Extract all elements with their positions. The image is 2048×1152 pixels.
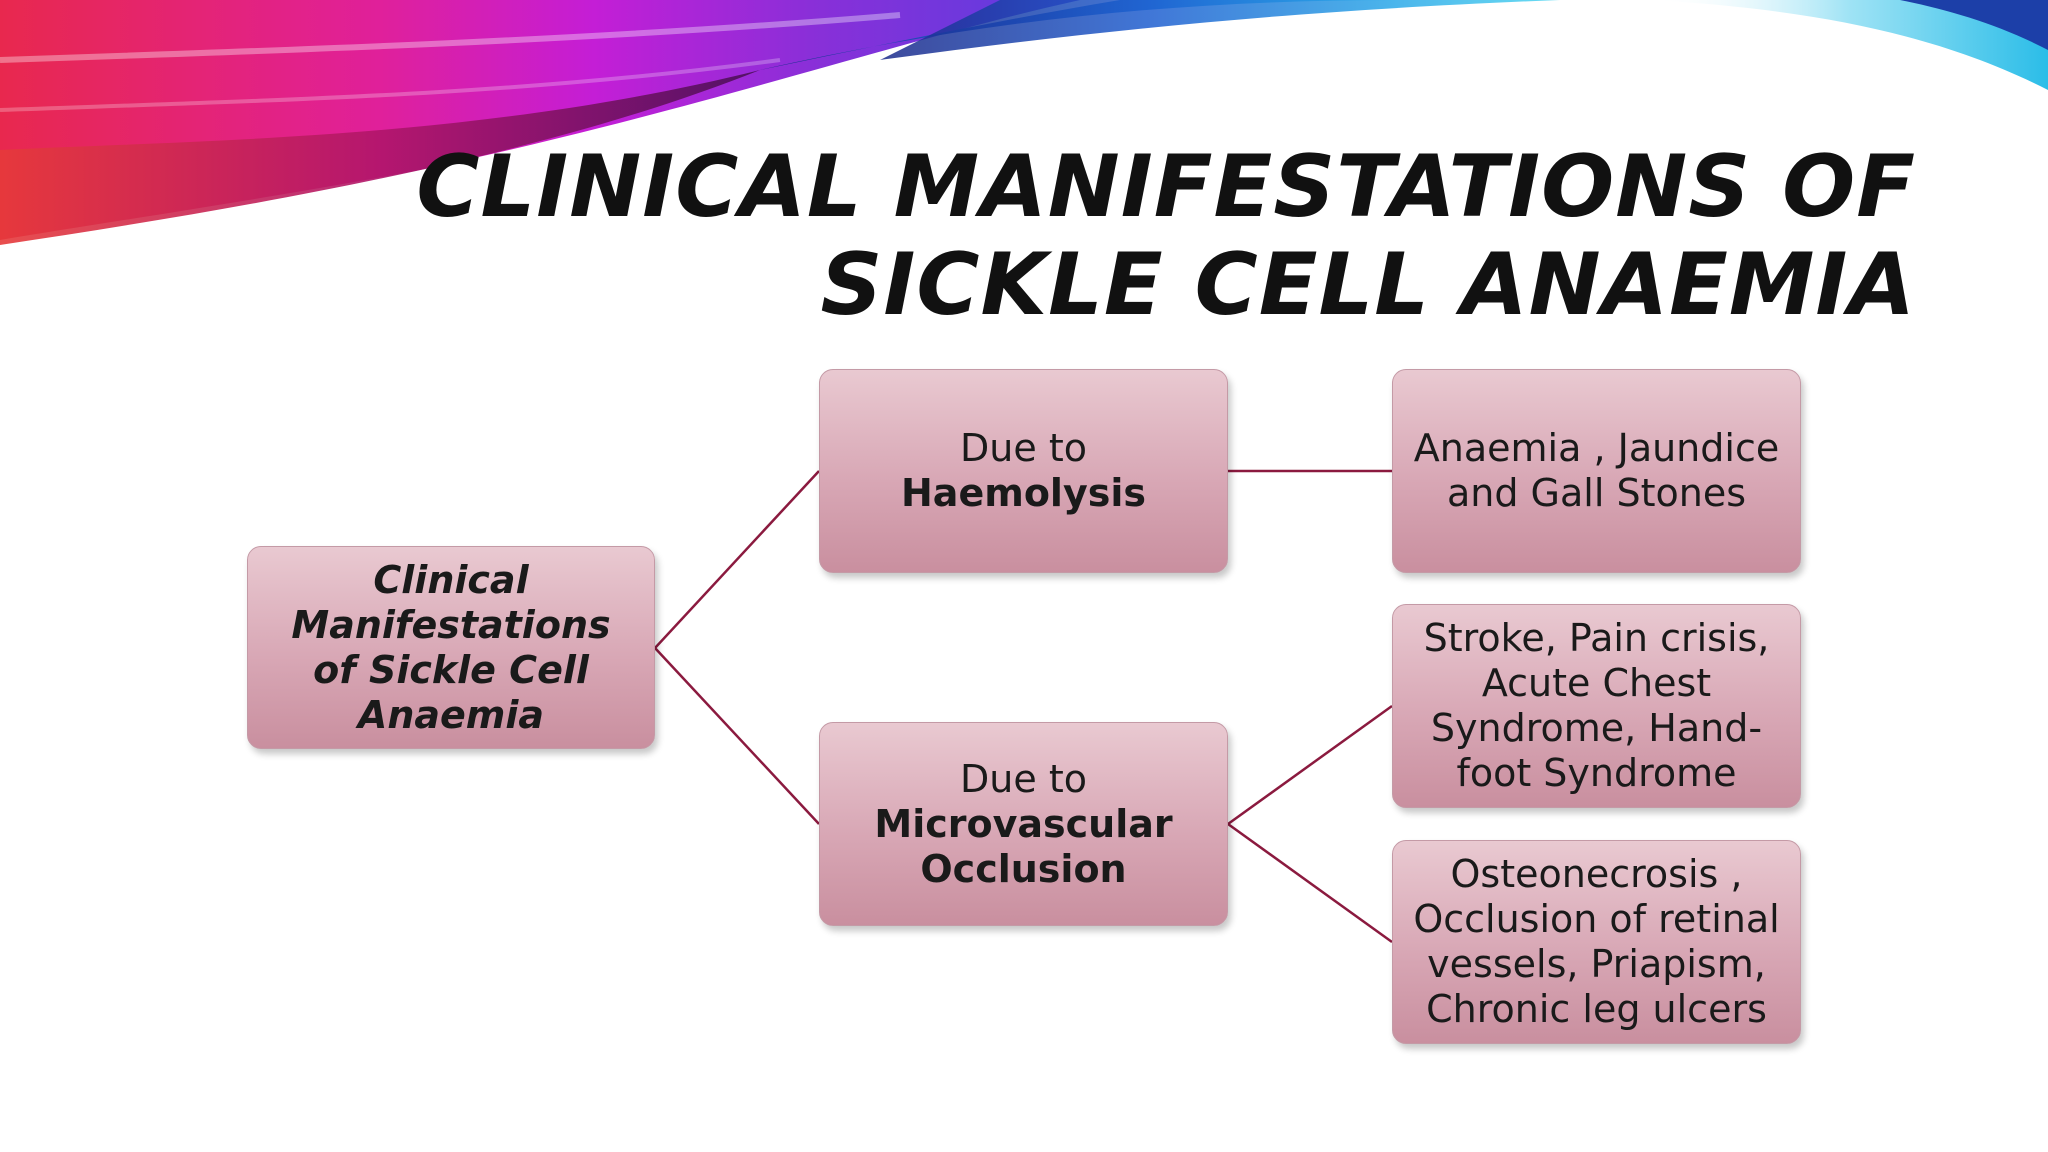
node-haemolysis-effects: Anaemia , Jaundice and Gall Stones — [1392, 369, 1801, 573]
node-haemolysis-effects-label: Anaemia , Jaundice and Gall Stones — [1413, 426, 1780, 515]
title-line-1: CLINICAL MANIFESTATIONS OF — [416, 137, 1916, 237]
node-haemolysis: Due to Haemolysis — [819, 369, 1228, 573]
node-occlusion-effects-1: Stroke, Pain crisis, Acute Chest Syndrom… — [1392, 604, 1801, 808]
node-occlusion-effects-2: Osteonecrosis , Occlusion of retinal ves… — [1392, 840, 1801, 1044]
node-occlusion-effects-1-label: Stroke, Pain crisis, Acute Chest Syndrom… — [1423, 616, 1770, 795]
node-root: Clinical Manifestations of Sickle Cell A… — [247, 546, 655, 749]
node-occlusion-effects-2-label: Osteonecrosis , Occlusion of retinal ves… — [1413, 852, 1780, 1031]
slide-title: CLINICAL MANIFESTATIONS OF SICKLE CELL A… — [416, 138, 1916, 334]
node-occlusion-label: Due to Microvascular Occlusion — [838, 757, 1209, 892]
node-occlusion-prefix: Due to — [960, 756, 1087, 801]
title-line-2: SICKLE CELL ANAEMIA — [820, 235, 1916, 335]
node-occlusion: Due to Microvascular Occlusion — [819, 722, 1228, 926]
connector-root-haemolysis — [654, 470, 820, 649]
node-haemolysis-prefix: Due to — [960, 426, 1087, 470]
node-root-label: Clinical Manifestations of Sickle Cell A… — [291, 557, 611, 737]
connector-occlusion-leaf-2 — [1227, 822, 1393, 944]
node-haemolysis-label: Due to Haemolysis — [838, 426, 1209, 516]
connector-occlusion-leaf-1 — [1227, 704, 1393, 826]
node-occlusion-emphasis: Microvascular Occlusion — [874, 801, 1173, 891]
node-haemolysis-emphasis: Haemolysis — [901, 471, 1146, 515]
connector-root-occlusion — [654, 647, 820, 825]
decorative-swoosh — [0, 0, 2048, 245]
